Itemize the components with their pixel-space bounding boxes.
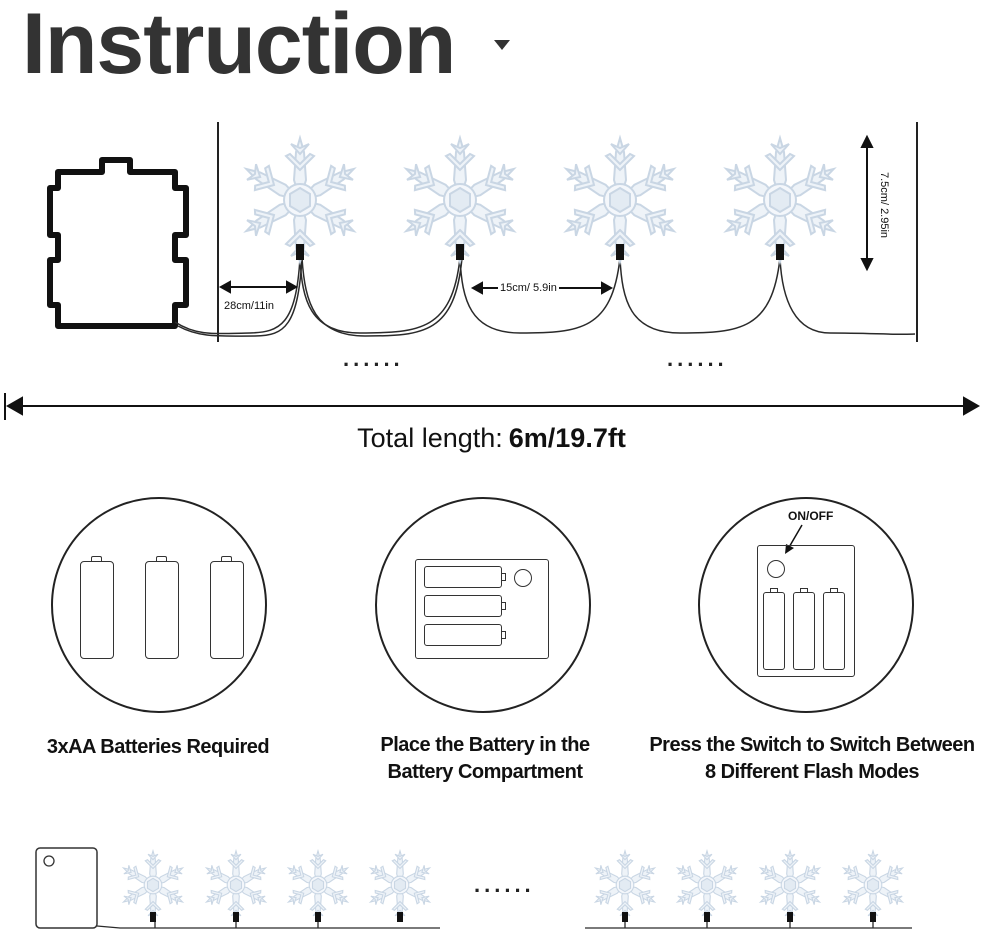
caret-down-icon <box>494 40 510 50</box>
total-length-value: 6m/19.7ft <box>508 423 626 453</box>
step-3-circle: ON/OFF <box>698 497 914 713</box>
battery-box-outline <box>47 157 189 329</box>
step-3-caption-line-1: Press the Switch to Switch Between <box>649 734 975 756</box>
step-3-caption-line-2: 8 Different Flash Modes <box>704 761 920 783</box>
step-1-circle <box>51 497 267 713</box>
total-length: Total length:6m/19.7ft <box>0 423 983 454</box>
step-2-caption: Place the Battery in the Battery Compart… <box>335 732 635 786</box>
step-1-caption: 3xAA Batteries Required <box>46 736 270 758</box>
total-length-prefix: Total length: <box>357 423 503 453</box>
bottom-light-strip <box>35 847 912 929</box>
ellipsis-right: ...... <box>667 346 728 371</box>
step-3-caption: Press the Switch to Switch Between 8 Dif… <box>647 732 977 786</box>
page-title: Instruction <box>22 0 456 92</box>
bottom-ellipsis: ...... <box>474 872 535 897</box>
power-switch-icon <box>767 560 785 578</box>
battery-box-icon <box>757 545 855 677</box>
snowflake-1 <box>239 138 360 262</box>
battery-pack-icon <box>35 847 98 929</box>
snowflake-4 <box>719 138 840 262</box>
step-2-caption-line-2: Battery Compartment <box>387 761 583 783</box>
ellipsis-left: ...... <box>343 346 404 371</box>
step-2-caption-line-1: Place the Battery in the <box>380 734 590 756</box>
step-2-circle <box>375 497 591 713</box>
snowflake-height-label: 7.5cm/ 2.95in <box>878 171 890 239</box>
aa-battery-icon <box>145 556 179 659</box>
snowflake-3 <box>559 138 680 262</box>
on-off-label: ON/OFF <box>788 509 834 523</box>
bulb-spacing-label: 15cm/ 5.9in <box>498 282 559 294</box>
snowflake-2 <box>399 138 520 262</box>
lead-wire-length-label: 28cm/11in <box>224 300 274 312</box>
aa-battery-icon <box>210 556 244 659</box>
aa-battery-icon <box>80 556 114 659</box>
string-light-diagram <box>4 122 981 420</box>
battery-compartment-icon <box>415 559 549 659</box>
